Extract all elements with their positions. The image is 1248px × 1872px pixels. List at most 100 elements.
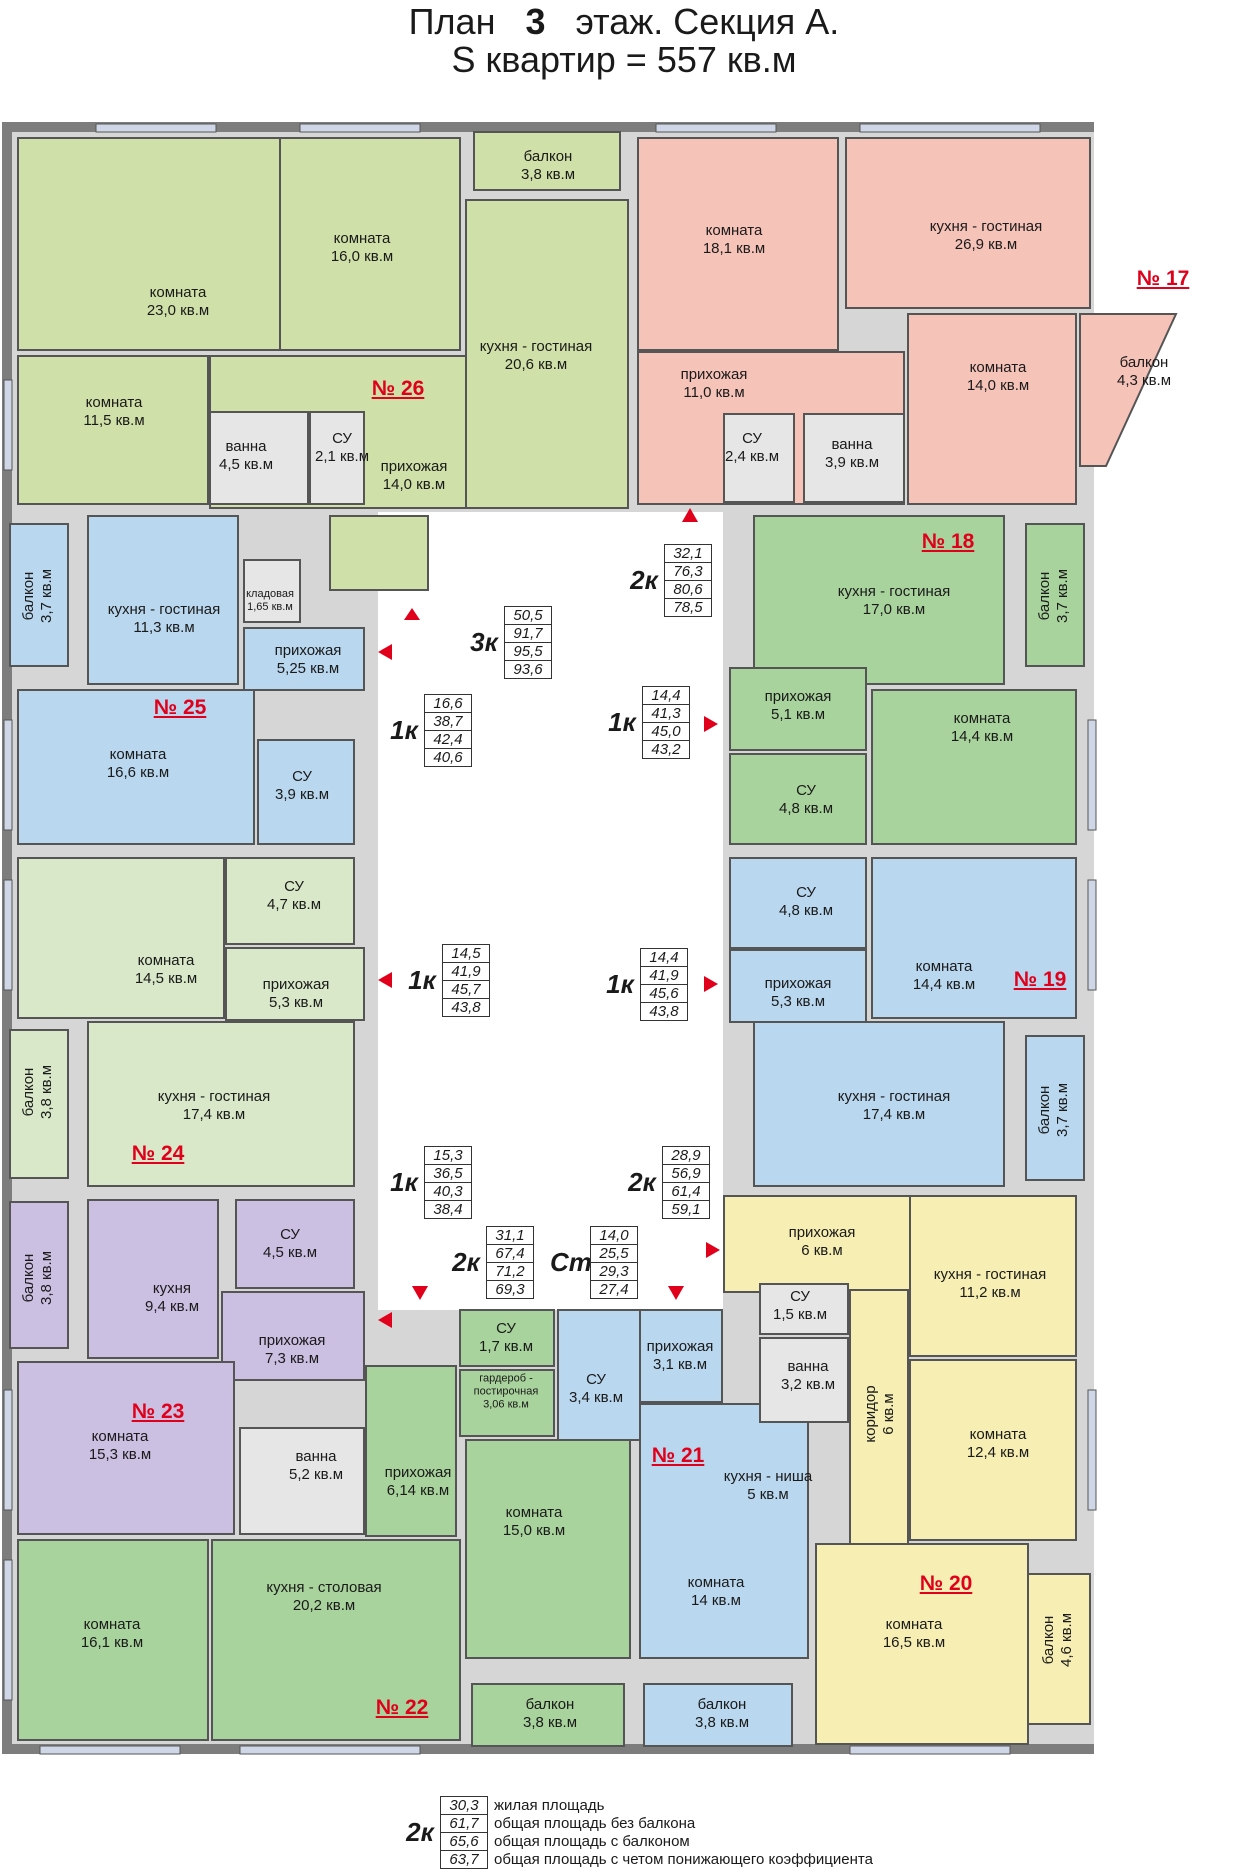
room-25-su (257, 739, 355, 845)
apartment-number: № 21 (651, 1444, 705, 1467)
room-22-komnata-15 (465, 1439, 631, 1659)
apartment-number: № 20 (919, 1572, 973, 1595)
room-21-kitchen (639, 1403, 809, 1659)
apartment-type: 3к (470, 627, 498, 657)
room-17-vanna (803, 413, 905, 503)
legend-value: 30,3 (441, 1797, 487, 1815)
room-24-kitchen (87, 1021, 355, 1187)
room-18-komnata (871, 689, 1077, 845)
room-26-su (309, 411, 365, 505)
arrow-icon (704, 976, 718, 992)
room-19-su (729, 857, 867, 949)
arrow-icon (682, 508, 698, 522)
room-22-garderob (459, 1369, 555, 1437)
title-rest: этаж. Секция А. (575, 1, 840, 42)
room-21-balkon (643, 1683, 793, 1747)
room-20-vanna (759, 1337, 849, 1423)
total-area-title: S квартир = 557 кв.м (451, 39, 797, 80)
apartment-type: 1к (608, 707, 636, 737)
legend-value: 63,7 (449, 1851, 479, 1868)
room-22-su (459, 1309, 555, 1367)
legend-text: общая площадь без балкона (494, 1814, 696, 1832)
room-19-balkon (1025, 1035, 1085, 1181)
room-25-komnata (17, 689, 255, 845)
room-22-balkon (471, 1683, 625, 1747)
apartment-number: № 17 (1136, 267, 1190, 290)
room-19-kitchen (753, 1021, 1005, 1187)
room-18-hall (729, 667, 867, 751)
room-23-su (235, 1199, 355, 1289)
room-26-komnata-23 (17, 137, 281, 351)
room-17-balkon (1079, 313, 1178, 467)
arrow-icon (704, 716, 718, 732)
arrow-icon (378, 1312, 392, 1328)
apartment-type: 1к (606, 969, 634, 999)
corridor-neck (378, 1302, 723, 1310)
legend-text: общая площадь с четом понижающего коэффи… (494, 1850, 873, 1868)
window-strips (3, 123, 1097, 1755)
arrow-icon (378, 972, 392, 988)
legend-type: 2к (406, 1817, 434, 1847)
room-26-vestibule (329, 515, 429, 591)
room-19-komnata (871, 857, 1077, 1019)
room-17-komnata-18 (637, 137, 839, 351)
entrance-arrows (378, 508, 720, 1328)
room-25-kladovaya (243, 559, 301, 623)
room-24-komnata (17, 857, 225, 1019)
room-20-su (759, 1283, 849, 1335)
room-21-hall (639, 1309, 723, 1403)
room-25-balkon (9, 523, 69, 667)
title-floor: 3 (525, 1, 546, 42)
room-17-komnata-14 (907, 313, 1077, 505)
room-21-su (557, 1309, 641, 1441)
room-26-vanna (209, 411, 309, 505)
room-22-komnata-16 (17, 1539, 209, 1741)
apartment-number: № 23 (131, 1400, 185, 1423)
room-24-balkon (9, 1029, 69, 1179)
apartment-number: № 18 (921, 530, 975, 553)
legend: 2к 30,3 61,7 65,6 63,7 жилая площадь общ… (400, 1796, 873, 1869)
room-20-balkon (1027, 1573, 1091, 1725)
apartment-type: 1к (408, 965, 436, 995)
